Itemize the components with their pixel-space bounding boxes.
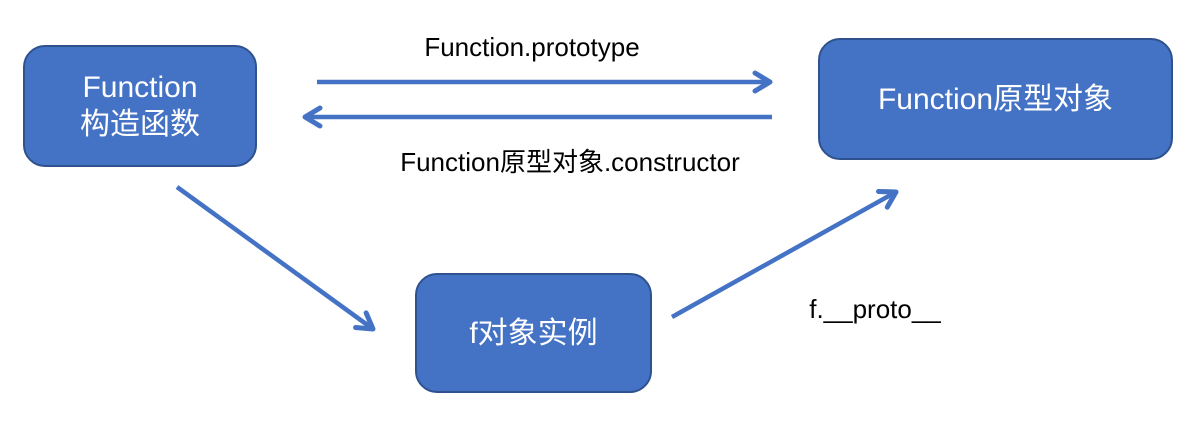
node-f-instance: f对象实例 <box>415 273 652 393</box>
node-function-constructor-line2: 构造函数 <box>80 108 200 141</box>
node-function-constructor: Function 构造函数 <box>23 45 257 167</box>
edge-label-function-prototype: Function.prototype <box>424 32 640 62</box>
node-f-instance-label: f对象实例 <box>469 316 598 350</box>
edge-label-constructor: Function原型对象.constructor <box>400 147 740 177</box>
node-function-prototype-object: Function原型对象 <box>818 38 1173 160</box>
arrow-constructor-to-instance <box>175 185 376 332</box>
node-function-prototype-object-label: Function原型对象 <box>877 82 1114 116</box>
arrow-instance-proto <box>670 188 899 319</box>
edge-label-f-proto: f.__proto__ <box>809 294 941 324</box>
node-function-constructor-line1: Function <box>82 71 198 104</box>
